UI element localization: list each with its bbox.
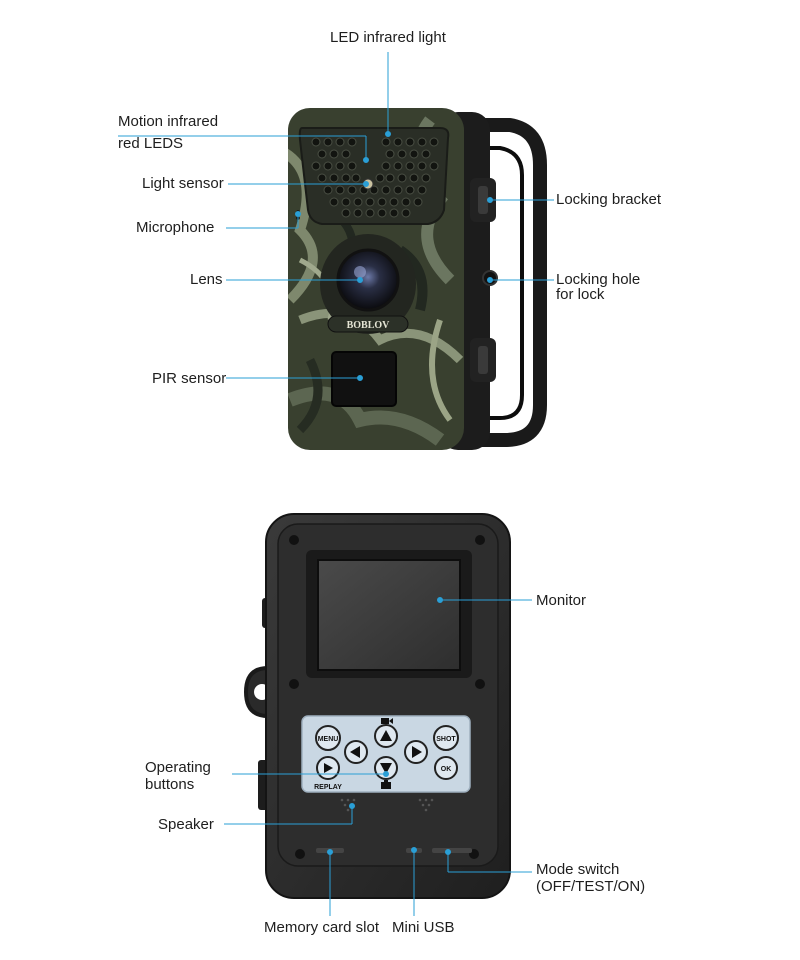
- label-mode-switch-line1: Mode switch: [536, 861, 620, 878]
- infrared-led: [389, 197, 399, 207]
- infrared-led: [365, 208, 375, 218]
- svg-text:MENU: MENU: [318, 736, 339, 743]
- brand-plate: [327, 315, 409, 333]
- right-button[interactable]: [404, 740, 428, 764]
- up-button[interactable]: [374, 724, 398, 748]
- infrared-led: [385, 149, 395, 159]
- label-operating-buttons-line2: buttons: [145, 776, 195, 793]
- infrared-led: [421, 173, 431, 183]
- infrared-led: [381, 185, 391, 195]
- label-speaker: Speaker: [158, 816, 214, 833]
- infrared-led: [397, 149, 407, 159]
- label-locking-hole-line2: for lock: [556, 286, 605, 303]
- infrared-led: [347, 161, 357, 171]
- infrared-led: [405, 185, 415, 195]
- replay-button[interactable]: [316, 756, 340, 780]
- label-mode-switch-line2: (OFF/TEST/ON): [536, 878, 646, 895]
- infrared-led: [377, 208, 387, 218]
- leader-lines: [118, 52, 554, 916]
- infrared-led: [329, 197, 339, 207]
- label-motion-infrared-line2: red LEDS: [118, 135, 184, 152]
- replay-label: REPLAY: [314, 784, 342, 791]
- menu-button[interactable]: MENU: [315, 725, 341, 751]
- infrared-led: [317, 173, 327, 183]
- infrared-led: [311, 137, 321, 147]
- infrared-led: [381, 161, 391, 171]
- label-motion-infrared-line1: Motion infrared: [118, 113, 219, 130]
- infrared-led: [335, 161, 345, 171]
- brand-logo: BOBLOV: [347, 320, 391, 331]
- infrared-led: [341, 173, 351, 183]
- ok-button[interactable]: OK: [434, 756, 458, 780]
- infrared-led: [375, 173, 385, 183]
- infrared-led: [385, 173, 395, 183]
- infrared-led: [405, 137, 415, 147]
- camera-back: MENU SHOT REPLAY: [243, 513, 511, 899]
- camera-front: BOBLOV: [288, 108, 547, 450]
- infrared-led: [409, 149, 419, 159]
- infrared-led: [401, 208, 411, 218]
- locking-bracket: [470, 118, 547, 447]
- label-operating-buttons-line1: Operating: [145, 759, 211, 776]
- mode-switch: [432, 848, 472, 853]
- infrared-led: [377, 197, 387, 207]
- infrared-led: [353, 208, 363, 218]
- infrared-led: [389, 208, 399, 218]
- infrared-led: [329, 149, 339, 159]
- infrared-led: [413, 197, 423, 207]
- shot-button[interactable]: SHOT: [433, 725, 459, 751]
- infrared-led: [323, 137, 333, 147]
- monitor-screen: [317, 559, 461, 671]
- pir-sensor: [331, 351, 397, 407]
- infrared-led: [335, 137, 345, 147]
- infrared-led: [341, 197, 351, 207]
- label-led-infrared-light: LED infrared light: [330, 29, 446, 46]
- infrared-led: [317, 149, 327, 159]
- infrared-led: [417, 161, 427, 171]
- label-locking-bracket: Locking bracket: [556, 191, 662, 208]
- label-mini-usb: Mini USB: [392, 919, 455, 936]
- infrared-led: [341, 149, 351, 159]
- label-monitor: Monitor: [536, 592, 587, 609]
- infrared-led-array: [311, 137, 439, 218]
- infrared-led: [393, 185, 403, 195]
- infrared-led: [409, 173, 419, 183]
- infrared-led: [353, 197, 363, 207]
- video-icon: [381, 718, 393, 724]
- infrared-led: [417, 185, 427, 195]
- infrared-led: [335, 185, 345, 195]
- infrared-led: [351, 173, 361, 183]
- svg-text:OK: OK: [441, 766, 452, 773]
- keypad: [301, 715, 471, 793]
- label-lens: Lens: [190, 271, 223, 288]
- infrared-led: [329, 173, 339, 183]
- infrared-led: [323, 161, 333, 171]
- infrared-led: [369, 185, 379, 195]
- infrared-led: [347, 185, 357, 195]
- label-light-sensor: Light sensor: [142, 175, 224, 192]
- left-button[interactable]: [344, 740, 368, 764]
- svg-text:SHOT: SHOT: [436, 736, 456, 743]
- infrared-led: [381, 137, 391, 147]
- infrared-led: [397, 173, 407, 183]
- infrared-led: [347, 137, 357, 147]
- camera-icon: [381, 780, 391, 789]
- label-locking-hole-line1: Locking hole: [556, 271, 641, 288]
- label-microphone: Microphone: [136, 219, 215, 236]
- infrared-led: [393, 137, 403, 147]
- infrared-led: [323, 185, 333, 195]
- infrared-led: [401, 197, 411, 207]
- infrared-led: [417, 137, 427, 147]
- label-memory-card-slot: Memory card slot: [264, 919, 380, 936]
- infrared-led: [421, 149, 431, 159]
- infrared-led: [429, 161, 439, 171]
- infrared-led: [311, 161, 321, 171]
- infrared-led: [405, 161, 415, 171]
- infrared-led: [393, 161, 403, 171]
- infrared-led: [429, 137, 439, 147]
- infrared-led: [341, 208, 351, 218]
- infrared-led: [365, 197, 375, 207]
- label-pir-sensor: PIR sensor: [152, 370, 227, 387]
